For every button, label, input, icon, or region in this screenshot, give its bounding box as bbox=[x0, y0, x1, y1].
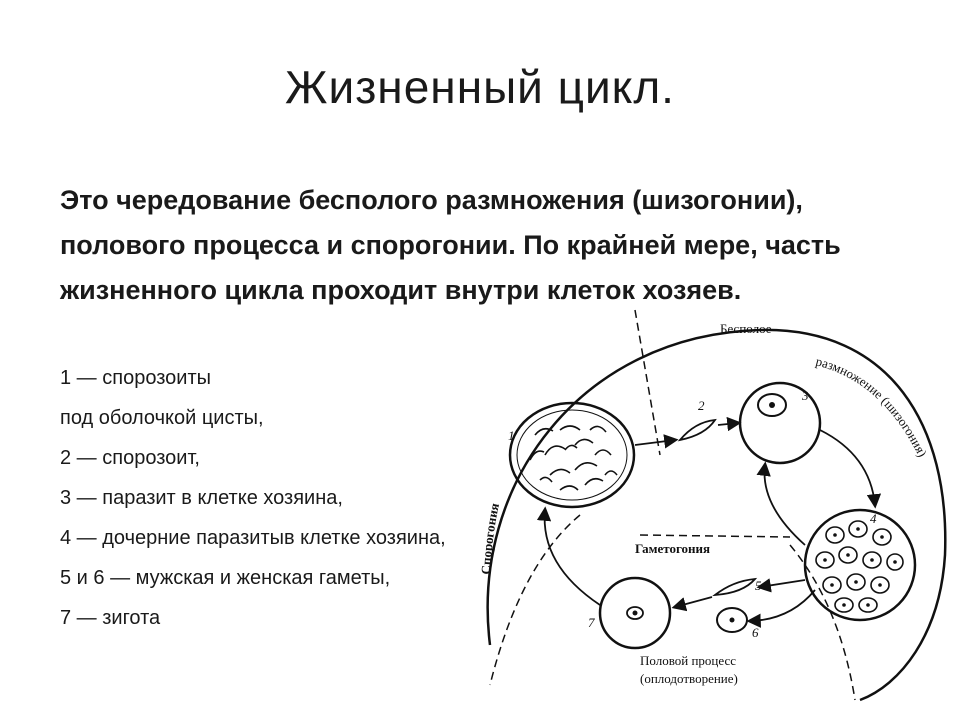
label-gametogony: Гаметогония bbox=[635, 541, 710, 556]
stage-number: 7 bbox=[588, 615, 595, 630]
arrow-cell-to-daughters bbox=[819, 429, 882, 509]
dashed-divider-top bbox=[634, 309, 661, 456]
arrow-zygote-to-cyst bbox=[536, 506, 601, 606]
zygote-figure bbox=[598, 576, 672, 650]
legend-item: 2 — спорозоит, bbox=[60, 447, 200, 469]
cyst-with-sporozoites-figure bbox=[508, 401, 636, 509]
stage-number: 5 bbox=[755, 578, 762, 593]
sporozoite-figure bbox=[677, 418, 717, 442]
stage-number: 3 bbox=[801, 388, 809, 403]
outer-cycle-arc bbox=[486, 328, 947, 702]
arrow-cyst-to-sporozoite bbox=[634, 434, 679, 449]
parasite-in-cell-figure bbox=[757, 393, 787, 417]
label-sporogony: Спорогония bbox=[478, 502, 502, 575]
label-asexual-reproduction-line1: Бесполое bbox=[720, 321, 772, 336]
stage-number: 6 bbox=[752, 625, 759, 640]
legend-item: 7 — зигота bbox=[60, 607, 161, 629]
legend-item: 1 — спорозоиты bbox=[60, 367, 211, 389]
arrow-daughters-to-gamete bbox=[756, 578, 806, 593]
dashed-divider-left bbox=[489, 514, 581, 686]
dashed-divider-bottom bbox=[639, 534, 791, 538]
male-gamete-figure bbox=[712, 577, 758, 597]
slide-title: Жизненный цикл. bbox=[285, 61, 675, 113]
stage-number: 1 bbox=[508, 428, 515, 443]
arrow-sporozoite-to-cell bbox=[717, 416, 742, 432]
cell-with-daughter-parasites-figure bbox=[803, 508, 917, 622]
dashed-divider-right bbox=[789, 544, 856, 701]
legend-item: 5 и 6 — мужская и женская гаметы, bbox=[60, 567, 391, 589]
arrow-daughters-to-female bbox=[746, 589, 816, 628]
stage-number: 2 bbox=[698, 398, 705, 413]
legend-item: под оболочкой цисты, bbox=[60, 407, 264, 429]
label-sexual-process-line2: (оплодотворение) bbox=[640, 671, 738, 686]
stage-number: 4 bbox=[870, 511, 877, 526]
legend-list: 1 — спорозоиты под оболочкой цисты, 2 — … bbox=[60, 358, 470, 638]
life-cycle-diagram: 1 2 3 4 5 6 7 bbox=[478, 309, 947, 702]
arrow-daughters-loop bbox=[756, 461, 806, 546]
legend-item: 3 — паразит в клетке хозяина, bbox=[60, 487, 343, 509]
intro-paragraph: Это чередование бесполого размножения (ш… bbox=[60, 185, 841, 305]
legend-item: 4 — дочерние паразитыв клетке хозяина, bbox=[60, 527, 446, 549]
arrow-gamete-to-zygote bbox=[671, 596, 713, 612]
label-sexual-process-line1: Половой процесс bbox=[640, 653, 736, 668]
